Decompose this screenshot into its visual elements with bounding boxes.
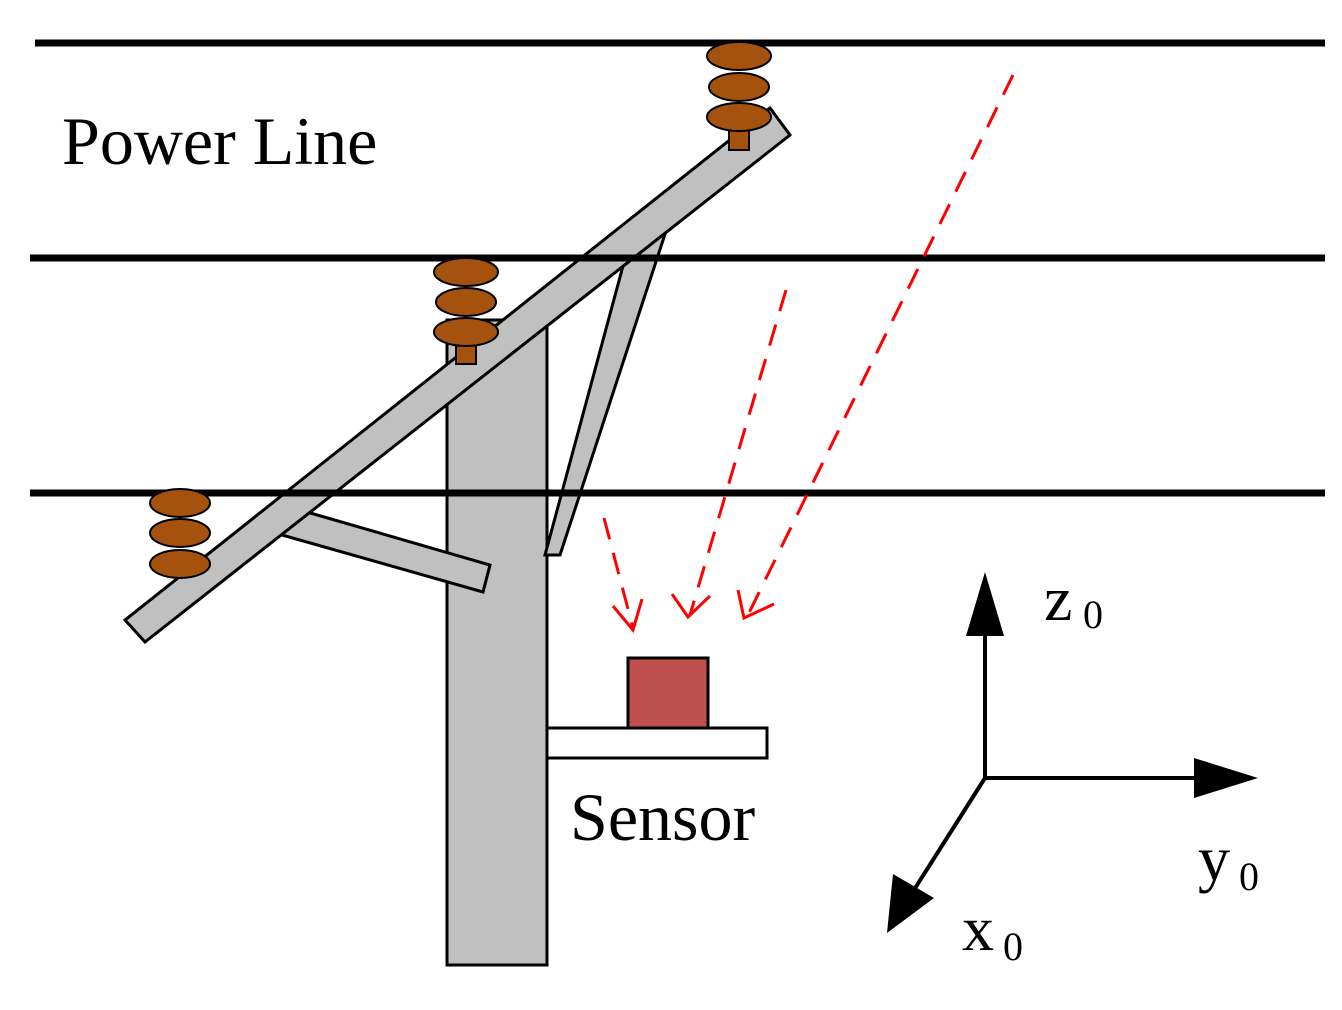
dashed-arrow-icon <box>736 74 1015 621</box>
dashed-arrow-icon <box>670 289 788 620</box>
crossarm <box>122 105 793 645</box>
sensor-box <box>626 656 710 730</box>
coordinate-axes <box>887 572 1258 933</box>
axis-x-subscript: 0 <box>1003 924 1023 969</box>
x-axis <box>910 776 987 895</box>
sensor-shelf <box>545 726 769 760</box>
axis-y-label: y <box>1198 823 1230 894</box>
sensor-label: Sensor <box>570 779 755 855</box>
insulator-stack-icon <box>433 257 499 365</box>
axis-z-label: z <box>1044 563 1072 634</box>
arrow-icon <box>966 572 1004 636</box>
axis-z-subscript: 0 <box>1083 592 1103 637</box>
axis-x-label: x <box>962 893 994 964</box>
power-line-label: Power Line <box>62 103 377 179</box>
dashed-arrow-icon <box>602 517 644 634</box>
axis-y-subscript: 0 <box>1239 854 1259 899</box>
arrow-icon <box>1194 758 1258 798</box>
pole <box>445 318 549 967</box>
insulator-stack-icon <box>706 41 772 151</box>
insulator-stack-icon <box>149 488 211 579</box>
field-arrows <box>602 74 1015 634</box>
arrow-icon <box>887 874 934 933</box>
